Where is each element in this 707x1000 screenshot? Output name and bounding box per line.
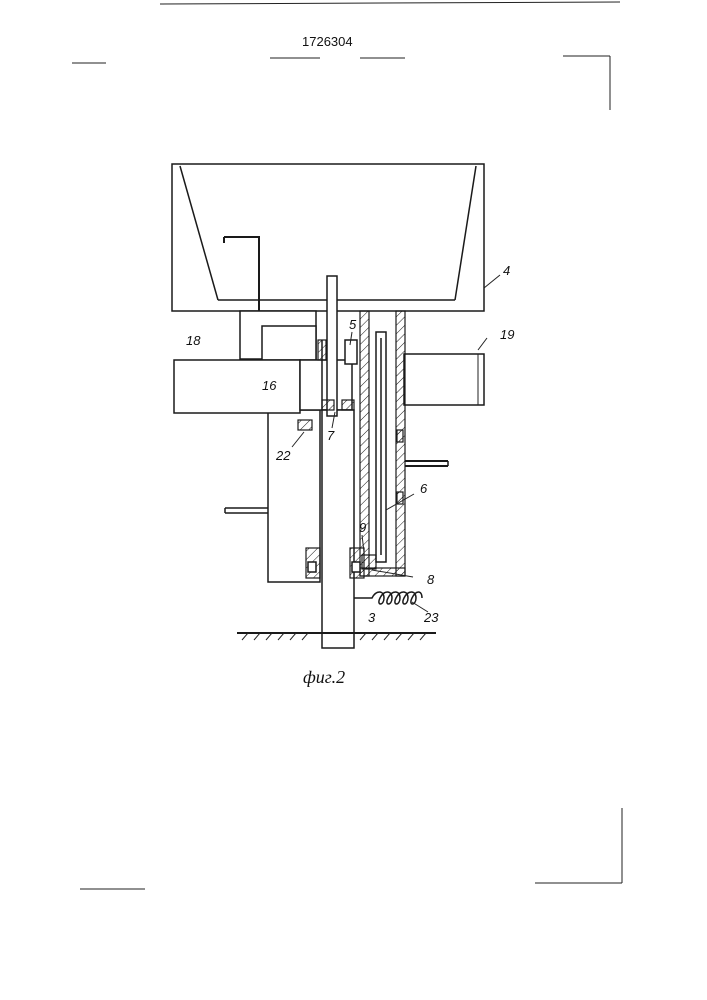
figure-caption: фиг.2 (303, 667, 345, 687)
label-5: 5 (349, 317, 357, 332)
part-18 (174, 360, 300, 413)
label-22: 22 (275, 448, 291, 463)
label-19: 19 (500, 327, 514, 342)
document-number: 1726304 (302, 34, 353, 49)
label-9: 9 (359, 520, 366, 535)
spring-23 (354, 592, 422, 604)
label-23: 23 (423, 610, 439, 625)
housing-6 (360, 311, 448, 576)
central-body (225, 311, 320, 582)
label-16: 16 (262, 378, 277, 393)
label-3: 3 (368, 610, 376, 625)
label-18: 18 (186, 333, 201, 348)
part-19 (404, 354, 484, 405)
shaft-3 (322, 410, 354, 648)
label-8: 8 (427, 572, 435, 587)
label-7: 7 (327, 428, 335, 443)
label-6: 6 (420, 481, 428, 496)
label-4: 4 (503, 263, 510, 278)
